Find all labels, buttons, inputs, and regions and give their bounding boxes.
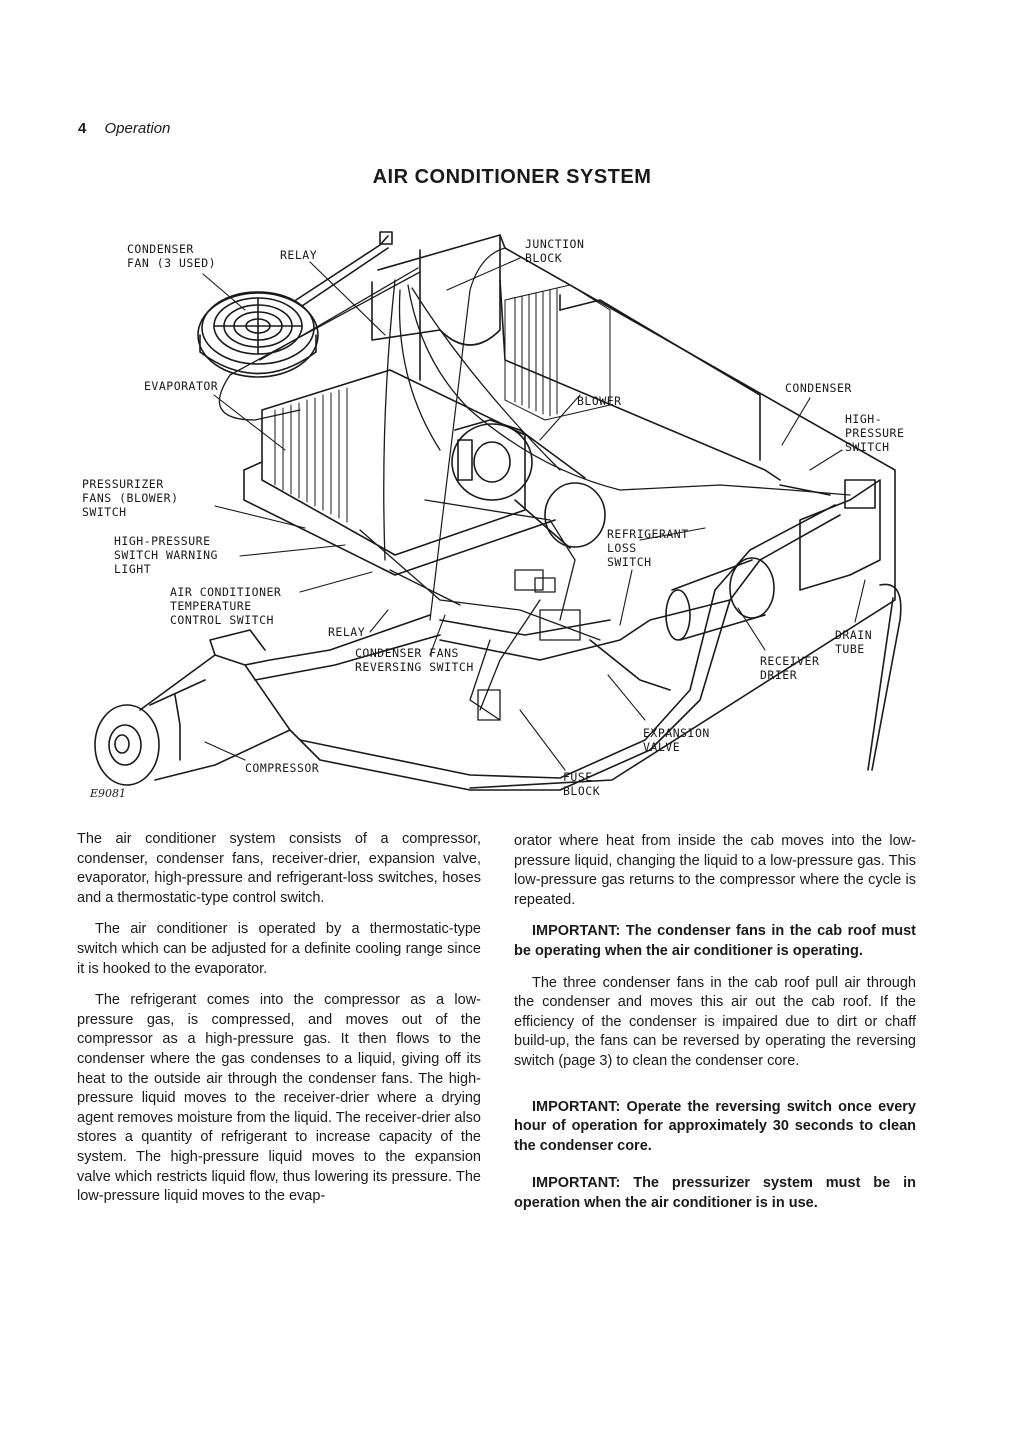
page-number: 4: [78, 120, 87, 137]
label-high-pressure-switch: HIGH-: [845, 412, 882, 426]
important-note-condenser-fans: IMPORTANT: The condenser fans in the cab…: [514, 923, 916, 959]
label-relay-mid: RELAY: [328, 625, 365, 639]
label-blower: BLOWER: [577, 394, 622, 408]
label-fuse-block-2: BLOCK: [563, 784, 600, 798]
label-hp-warning-light-2: SWITCH WARNING: [114, 548, 218, 562]
paragraph-system-components: The air conditioner system consists of a…: [77, 831, 481, 906]
paragraph-refrigerant-cycle: The refrigerant comes into the compresso…: [77, 992, 481, 1205]
label-condenser-fan: CONDENSER: [127, 242, 194, 256]
label-temp-control-switch-3: CONTROL SWITCH: [170, 613, 274, 627]
important-note-pressurizer: IMPORTANT: The pressurizer system must b…: [514, 1175, 916, 1211]
label-drain-tube: DRAIN: [835, 628, 872, 642]
label-condenser-fan-2: FAN (3 USED): [127, 256, 216, 270]
label-reversing-switch-2: REVERSING SWITCH: [355, 660, 474, 674]
label-junction-block: JUNCTION: [525, 237, 584, 251]
label-pressurizer-switch-2: FANS (BLOWER): [82, 491, 179, 505]
roof-housing-drawing: [371, 234, 896, 789]
label-receiver-drier: RECEIVER: [760, 654, 819, 668]
label-high-pressure-switch-3: SWITCH: [845, 440, 890, 454]
hoses-drawing: [289, 504, 841, 791]
label-expansion-valve-2: VALVE: [643, 740, 680, 754]
page-header: 4 Operation: [78, 120, 170, 137]
receiver-drier-drawing: [665, 557, 775, 641]
label-relay-top: RELAY: [280, 248, 317, 262]
label-expansion-valve: EXPANSION: [643, 726, 710, 740]
important-note-reversing-switch: IMPORTANT: Operate the reversing switch …: [514, 1098, 916, 1154]
label-refrigerant-loss-switch: REFRIGERANT: [607, 527, 689, 541]
drain-tube-drawing: [867, 583, 902, 771]
label-reversing-switch: CONDENSER FANS: [355, 646, 459, 660]
figure-id: E9081: [89, 787, 126, 800]
label-receiver-drier-2: DRIER: [760, 668, 797, 682]
label-hp-warning-light: HIGH-PRESSURE: [114, 534, 211, 548]
left-column: The air conditioner system consists of a…: [77, 830, 481, 1219]
paragraph-thermostatic-switch: The air conditioner is operated by a the…: [77, 921, 481, 977]
label-evaporator: EVAPORATOR: [144, 379, 218, 393]
label-junction-block-2: BLOCK: [525, 251, 562, 265]
label-hp-warning-light-3: LIGHT: [114, 562, 151, 576]
air-conditioner-diagram: CONDENSER FAN (3 USED) RELAY JUNCTION BL…: [82, 231, 904, 800]
blower-drawing: [451, 419, 606, 549]
high-pressure-switch-drawing: [779, 479, 881, 591]
label-condenser: CONDENSER: [785, 381, 852, 395]
label-fuse-block: FUSE: [563, 770, 593, 784]
label-temp-control-switch-2: TEMPERATURE: [170, 599, 252, 613]
label-refrigerant-loss-switch-2: LOSS: [607, 541, 637, 555]
paragraph-condenser-fans: The three condenser fans in the cab roof…: [514, 974, 916, 1069]
label-pressurizer-switch-3: SWITCH: [82, 505, 127, 519]
condenser-core-drawing: [504, 284, 611, 421]
label-pressurizer-switch: PRESSURIZER: [82, 477, 164, 491]
page-title: AIR CONDITIONER SYSTEM: [372, 166, 652, 188]
compressor-drawing: [94, 614, 441, 786]
label-compressor: COMPRESSOR: [245, 761, 319, 775]
section-title: Operation: [104, 120, 171, 137]
paragraph-evaporator-cycle: orator where heat from inside the cab mo…: [514, 833, 916, 908]
leader-lines: [202, 257, 866, 771]
label-drain-tube-2: TUBE: [835, 642, 865, 656]
label-high-pressure-switch-2: PRESSURE: [845, 426, 904, 440]
right-column: orator where heat from inside the cab mo…: [514, 832, 916, 1226]
evaporator-drawing: [243, 369, 556, 576]
label-temp-control-switch: AIR CONDITIONER: [170, 585, 281, 599]
label-refrigerant-loss-switch-3: SWITCH: [607, 555, 652, 569]
wiring-drawing: [218, 267, 851, 721]
